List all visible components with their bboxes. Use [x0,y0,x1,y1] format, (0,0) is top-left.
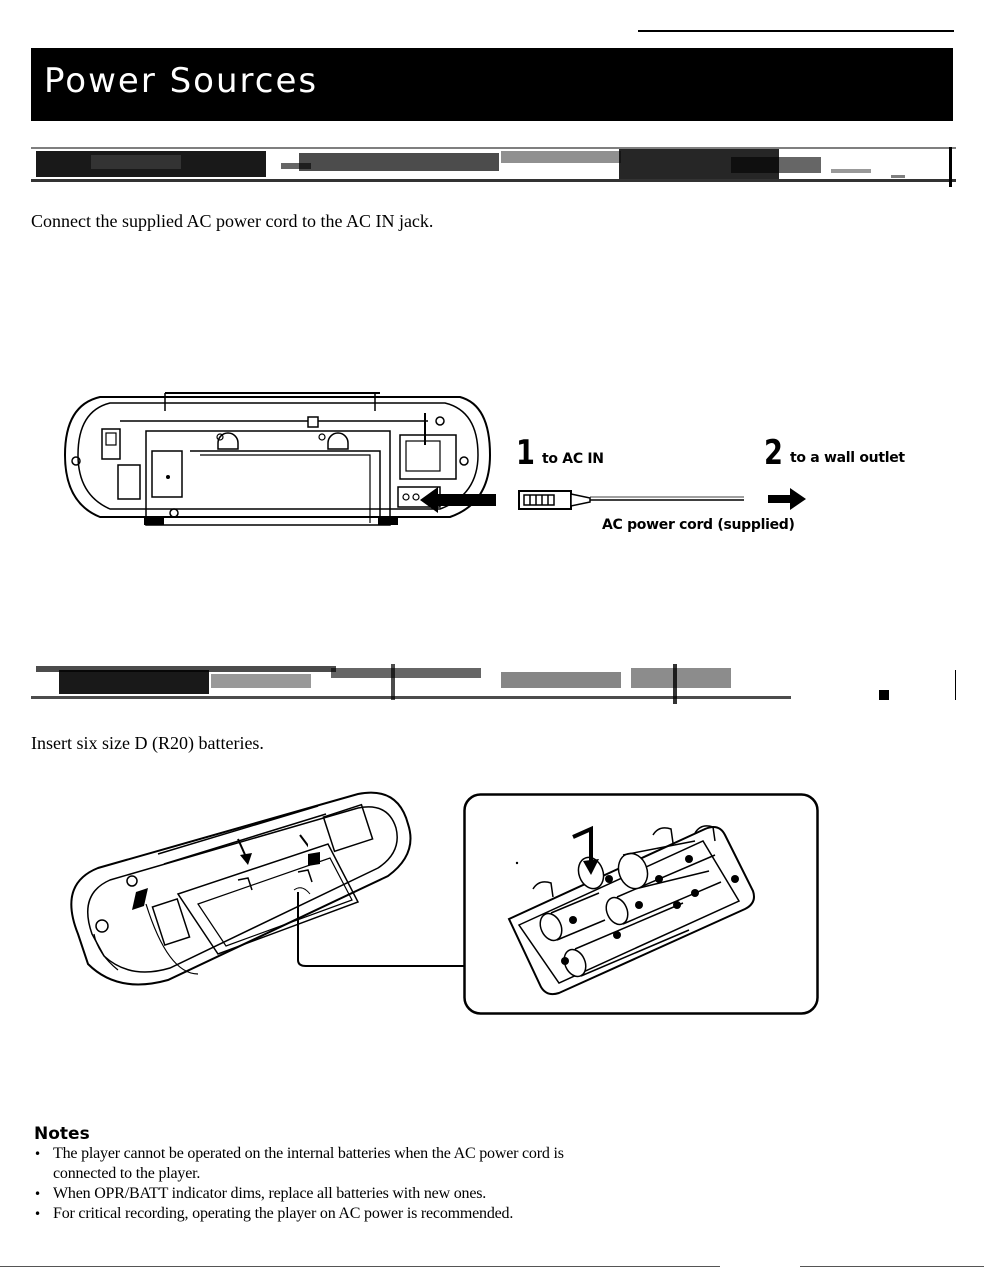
section-header-batteries-noise [31,664,956,704]
step2-number: 2 [764,433,783,473]
step2-text: to a wall outlet [790,450,905,466]
arrow-right-icon [768,488,806,510]
bullet-icon: • [34,1207,41,1221]
page-title: Power Sources [44,61,319,101]
section-header-ac-noise [31,147,956,187]
bottom-rule-left [0,1266,720,1267]
battery-inset-diagram [463,793,819,1015]
note-item: •When OPR/BATT indicator dims, replace a… [34,1185,487,1202]
step1-number: 1 [516,433,535,473]
notes-heading: Notes [34,1124,90,1144]
title-bar [31,48,953,121]
ac-instruction: Connect the supplied AC power cord to th… [31,211,434,231]
bottom-rule-right [800,1266,984,1267]
note-item: •For critical recording, operating the p… [34,1205,514,1222]
bullet-icon: • [34,1187,41,1201]
battery-instruction: Insert six size D (R20) batteries. [31,733,264,753]
notes-list: •The player cannot be operated on the in… [31,1144,591,1224]
arrow-left-icon [420,487,496,513]
ac-plug-diagram [518,490,744,510]
note-item: •The player cannot be operated on the in… [34,1145,564,1182]
player-battery-compartment-diagram [70,791,412,986]
bullet-icon: • [34,1147,41,1161]
arrow-down-icon [237,834,308,865]
top-rule [638,30,954,32]
callout-connector-line [297,892,468,967]
step1-text: to AC IN [542,451,604,467]
ac-cord-label: AC power cord (supplied) [602,517,795,533]
player-rear-diagram [63,392,492,526]
